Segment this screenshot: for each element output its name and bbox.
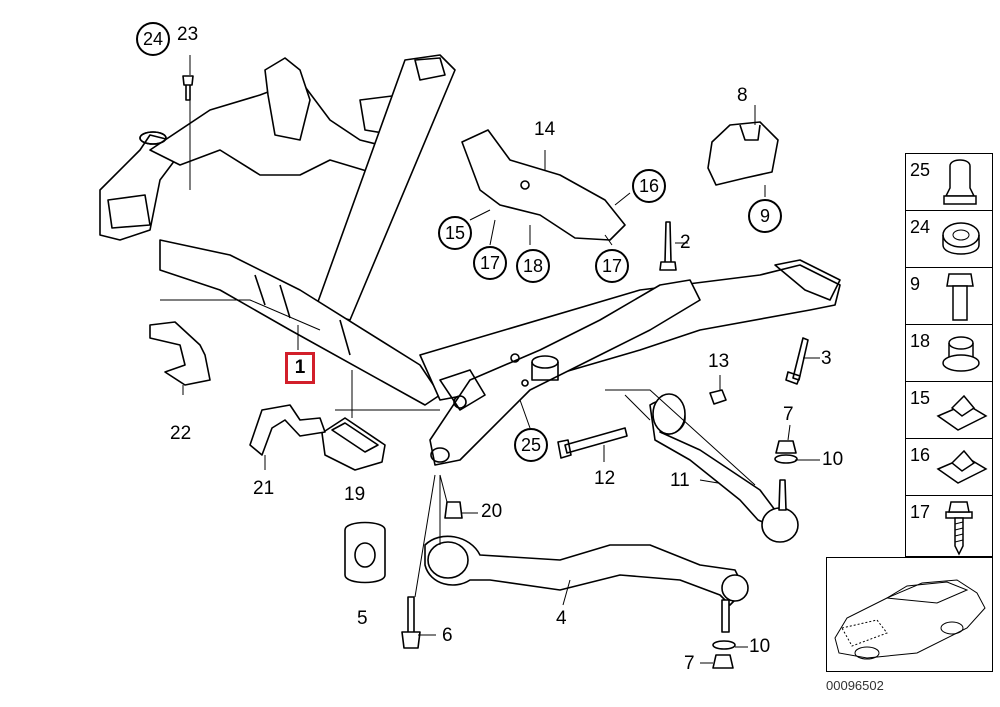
bolt-12-drawing <box>557 427 628 459</box>
car-silhouette-icon <box>834 579 986 660</box>
side-cell-9[interactable]: 9 <box>906 268 992 325</box>
hardware-side-panel: 25 24 9 18 15 16 17 <box>905 153 993 557</box>
callout-21[interactable]: 21 <box>253 478 275 499</box>
spring-nut-icon <box>936 449 988 484</box>
side-cell-label: 16 <box>910 445 931 465</box>
clip-nut-icon <box>936 394 988 431</box>
collar-nut-icon <box>942 336 980 372</box>
callout-8[interactable]: 8 <box>737 85 748 106</box>
side-cell-24[interactable]: 24 <box>906 211 992 268</box>
screw-icon <box>945 501 973 556</box>
nut-7-lower-drawing <box>712 654 734 669</box>
hex-nut-icon <box>942 222 980 255</box>
callout-9[interactable]: 9 <box>748 199 782 233</box>
side-cell-label: 9 <box>910 274 921 294</box>
callout-12[interactable]: 12 <box>594 468 616 489</box>
bushing-5-drawing <box>344 521 386 584</box>
callout-19[interactable]: 19 <box>344 484 366 505</box>
callout-17-right[interactable]: 17 <box>595 249 629 283</box>
side-cell-18[interactable]: 18 <box>906 325 992 382</box>
side-cell-label: 24 <box>910 217 931 237</box>
hex-bolt-icon <box>946 273 974 321</box>
callout-10-lower[interactable]: 10 <box>749 636 771 657</box>
nut-7-upper-drawing <box>775 440 797 454</box>
callout-23[interactable]: 23 <box>177 24 199 45</box>
bracket-14-drawing <box>461 129 626 241</box>
callout-18[interactable]: 18 <box>516 249 550 283</box>
mount-8-drawing <box>707 121 779 186</box>
nut-20-drawing <box>444 501 463 519</box>
callout-11[interactable]: 11 <box>670 470 690 491</box>
callout-25[interactable]: 25 <box>514 428 548 462</box>
axle-carrier-drawing <box>99 54 841 466</box>
wishbone-4-drawing <box>424 535 746 606</box>
side-cell-label: 17 <box>910 502 931 522</box>
callout-10-upper[interactable]: 10 <box>822 449 844 470</box>
callout-2[interactable]: 2 <box>680 232 691 253</box>
callout-20[interactable]: 20 <box>481 501 503 522</box>
side-cell-label: 15 <box>910 388 931 408</box>
callout-7-upper[interactable]: 7 <box>783 404 794 425</box>
callout-24[interactable]: 24 <box>136 22 170 56</box>
side-cell-25[interactable]: 25 <box>906 154 992 211</box>
bolt-2-drawing <box>659 221 677 271</box>
callout-1-highlighted[interactable]: 1 <box>285 352 315 384</box>
nut-13-drawing <box>709 389 727 405</box>
callout-7-lower[interactable]: 7 <box>684 653 695 674</box>
side-cell-16[interactable]: 16 <box>906 439 992 496</box>
bolt-3-drawing <box>785 337 809 385</box>
bracket-22-drawing <box>149 321 211 386</box>
vehicle-reference-box <box>826 557 993 672</box>
callout-22[interactable]: 22 <box>170 423 192 444</box>
side-cell-17[interactable]: 17 <box>906 496 992 556</box>
bracket-21-drawing <box>249 404 326 456</box>
callout-16[interactable]: 16 <box>632 169 666 203</box>
callout-13[interactable]: 13 <box>708 351 730 372</box>
side-cell-label: 18 <box>910 331 931 351</box>
callout-4[interactable]: 4 <box>556 608 567 629</box>
callout-17-left[interactable]: 17 <box>473 246 507 280</box>
callout-3[interactable]: 3 <box>821 348 832 369</box>
side-cell-15[interactable]: 15 <box>906 382 992 439</box>
diagram-code: 00096502 <box>826 678 884 693</box>
callout-15[interactable]: 15 <box>438 216 472 250</box>
callout-14[interactable]: 14 <box>534 119 556 140</box>
cap-nut-icon <box>943 159 977 205</box>
callout-5[interactable]: 5 <box>357 608 368 629</box>
callout-6[interactable]: 6 <box>442 625 453 646</box>
side-cell-label: 25 <box>910 160 931 180</box>
bolt-6-drawing <box>401 596 421 649</box>
bolt-23-drawing <box>182 75 194 101</box>
